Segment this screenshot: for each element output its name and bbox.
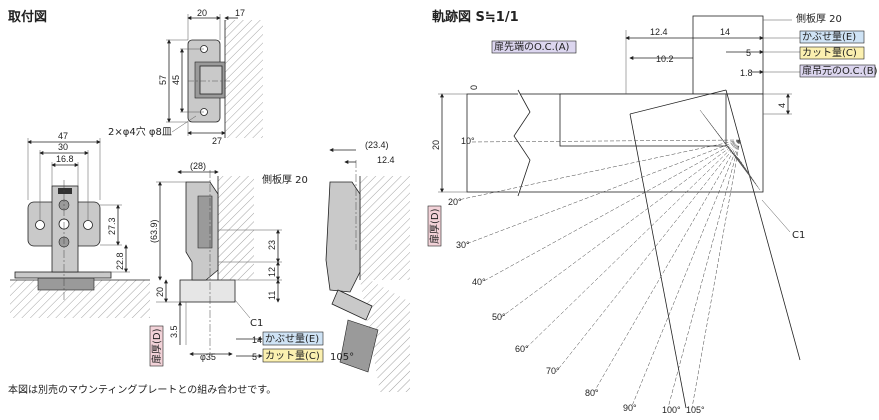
svg-text:105°: 105°	[330, 352, 354, 363]
svg-text:扉先端のO.C.(A): 扉先端のO.C.(A)	[494, 40, 570, 53]
svg-text:20: 20	[155, 287, 165, 297]
svg-text:57: 57	[158, 75, 168, 85]
angle-rays	[457, 109, 761, 409]
angle-ray	[555, 139, 741, 373]
traj-ocb-tag	[799, 64, 876, 78]
svg-text:カット量(C): カット量(C)	[265, 350, 320, 362]
svg-text:22.8: 22.8	[115, 252, 125, 270]
footnote: 本図は別売のマウンティングプレートとの組み合わせです。	[8, 383, 276, 396]
angle-ray	[691, 139, 741, 409]
hole-callout: 2×φ4穴 φ8皿	[108, 125, 172, 138]
svg-text:扉吊元のO.C.(B): 扉吊元のO.C.(B)	[802, 64, 878, 77]
svg-text:10.2: 10.2	[656, 54, 674, 64]
cut-tag	[262, 348, 324, 363]
angle-ray	[667, 139, 741, 409]
svg-text:かぶせ量(E): かぶせ量(E)	[802, 31, 856, 43]
svg-text:20: 20	[197, 8, 207, 18]
svg-text:14: 14	[720, 27, 730, 37]
angle-label: 100°	[662, 405, 681, 415]
svg-text:扉厚(D): 扉厚(D)	[428, 208, 441, 244]
angle-label: 10°	[461, 136, 475, 146]
svg-text:5: 5	[252, 352, 257, 362]
angle-label: 40°	[472, 277, 486, 287]
svg-text:C1: C1	[792, 230, 805, 241]
angle-label: 90°	[623, 403, 637, 413]
angle-label: 30°	[456, 240, 470, 250]
svg-text:C1: C1	[250, 318, 263, 329]
mount-title: 取付図	[8, 9, 47, 25]
svg-text:11: 11	[267, 291, 277, 300]
angle-ray	[499, 139, 741, 319]
door-position-line	[729, 149, 741, 161]
svg-text:(23.4): (23.4)	[365, 140, 389, 150]
svg-text:23: 23	[267, 240, 277, 250]
angle-ray	[523, 139, 741, 351]
angle-ray	[593, 139, 741, 393]
svg-text:(63.9): (63.9)	[149, 219, 159, 243]
svg-text:カット量(C): カット量(C)	[802, 47, 857, 59]
trajectory-diagram: 側板厚 20 12.4 14 10.2 5 1.8 かぶせ量(E) カット量(C…	[427, 12, 878, 415]
angle-ray	[481, 139, 741, 283]
side-view: (28) (63.9) 側板厚 20 23 12 20 11 3.5 扉厚(D)…	[149, 161, 324, 367]
svg-text:20: 20	[431, 140, 441, 150]
svg-text:45: 45	[171, 75, 181, 85]
svg-text:(28): (28)	[190, 161, 206, 171]
angle-ray	[465, 139, 741, 245]
front-view: 47 30 16.8 27.3 22.8	[10, 131, 150, 318]
traj-door-tag	[427, 205, 442, 247]
traj-cut-tag	[799, 46, 865, 60]
svg-text:16.8: 16.8	[56, 154, 74, 164]
mount-top-view: 20 17 57 45 27 2×φ4穴 φ8皿	[108, 8, 263, 146]
svg-text:17: 17	[235, 8, 245, 18]
svg-text:3.5: 3.5	[169, 325, 179, 338]
angle-label: 105°	[686, 405, 705, 415]
angle-label: 60°	[515, 344, 529, 354]
angle-label: 80°	[585, 388, 599, 398]
cover-tag	[262, 331, 324, 346]
svg-text:扉厚(D): 扉厚(D)	[150, 328, 163, 364]
svg-text:12: 12	[267, 267, 277, 277]
svg-text:0: 0	[469, 85, 479, 90]
svg-text:5: 5	[746, 48, 751, 58]
svg-text:47: 47	[58, 131, 68, 141]
traj-oca-tag	[491, 40, 577, 54]
open-view: (23.4) 12.4 105°	[325, 140, 410, 392]
svg-text:30: 30	[58, 142, 68, 152]
angle-label: 50°	[492, 312, 506, 322]
svg-text:14: 14	[252, 335, 262, 345]
angle-label: 20°	[448, 197, 462, 207]
door-thickness-tag	[149, 325, 164, 367]
svg-text:かぶせ量(E): かぶせ量(E)	[265, 333, 319, 345]
angle-label: 70°	[546, 366, 560, 376]
svg-text:側板厚 20: 側板厚 20	[796, 12, 842, 25]
svg-text:4: 4	[777, 103, 787, 108]
svg-text:1.8: 1.8	[740, 68, 753, 78]
svg-text:27: 27	[212, 136, 222, 146]
trajectory-title: 軌跡図 S≒1/1	[432, 9, 519, 25]
angle-ray	[469, 139, 741, 143]
svg-text:12.4: 12.4	[650, 27, 668, 37]
svg-text:27.3: 27.3	[107, 217, 117, 235]
svg-text:側板厚 20: 側板厚 20	[262, 173, 308, 186]
svg-text:φ35: φ35	[200, 352, 216, 362]
traj-cover-tag	[799, 30, 865, 44]
svg-text:12.4: 12.4	[377, 155, 395, 165]
angle-ray	[457, 139, 741, 201]
